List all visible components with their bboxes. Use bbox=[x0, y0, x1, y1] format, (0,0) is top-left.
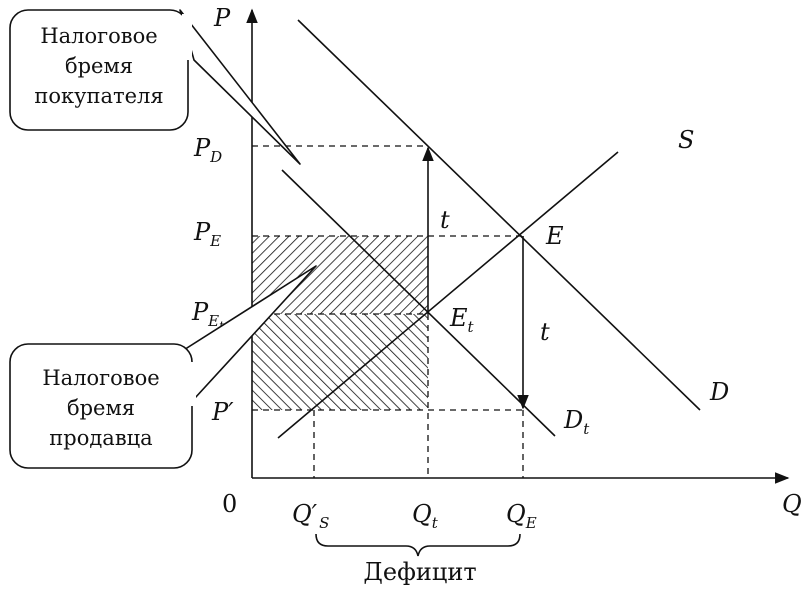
demand-taxed-label: Dt bbox=[563, 406, 590, 438]
demand-label: D bbox=[709, 378, 729, 406]
quantity-label-qs: Q′S bbox=[292, 500, 329, 532]
y-axis-label: P bbox=[213, 4, 231, 32]
seller-callout-line-1: Налоговое bbox=[42, 366, 159, 390]
quantity-label-qt: Qt bbox=[412, 500, 439, 532]
origin-label: 0 bbox=[222, 490, 237, 518]
equilibrium-label: E bbox=[545, 222, 564, 250]
seller-callout-line-3: продавца bbox=[49, 426, 152, 450]
buyer-callout-line-3: покупателя bbox=[34, 84, 163, 108]
buyer-callout-line-2: бремя bbox=[65, 54, 133, 78]
price-label-pprime: P′ bbox=[211, 398, 234, 426]
buyer-callout-box bbox=[9, 9, 189, 131]
deficit-label: Дефицит bbox=[363, 558, 476, 586]
deficit-brace bbox=[315, 533, 521, 557]
tax-label-lower: t bbox=[540, 318, 550, 346]
buyer-callout-line-1: Налоговое bbox=[40, 24, 157, 48]
seller-burden-area bbox=[252, 314, 428, 410]
x-axis-label: Q bbox=[782, 490, 802, 518]
equilibrium-taxed-label: Et bbox=[449, 304, 475, 336]
quantity-label-qe: QE bbox=[506, 500, 537, 532]
tax-label-upper: t bbox=[440, 206, 450, 234]
seller-callout-line-2: бремя bbox=[67, 396, 135, 420]
price-label-pe: PE bbox=[193, 218, 221, 250]
price-label-pd: PD bbox=[193, 134, 222, 166]
demand-curve bbox=[297, 19, 701, 411]
demand-taxed-curve bbox=[281, 169, 556, 437]
supply-curve bbox=[277, 151, 619, 439]
supply-label: S bbox=[678, 126, 694, 154]
